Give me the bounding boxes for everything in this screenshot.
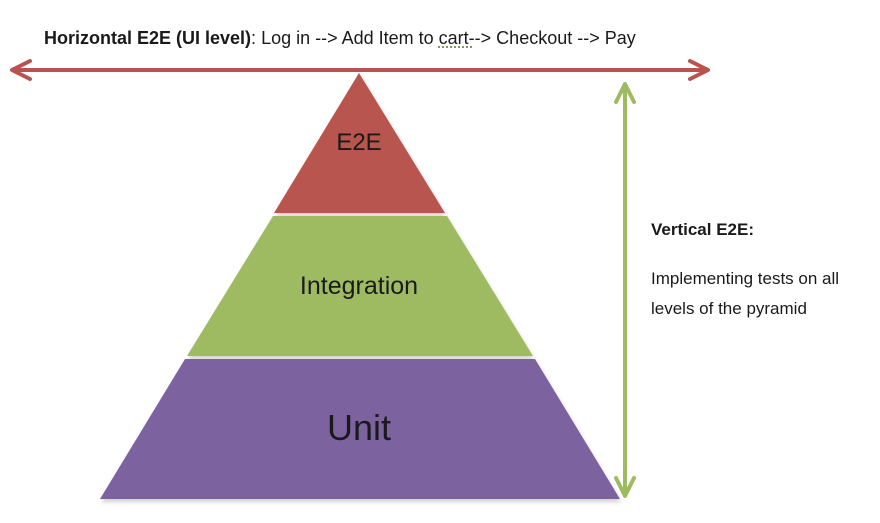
pyramid-tier-integration <box>187 216 533 356</box>
vertical-double-arrow <box>614 82 636 498</box>
vertical-e2e-description: Implementing tests on all levels of the … <box>651 269 840 318</box>
horizontal-double-arrow <box>10 59 710 81</box>
tier-label-integration: Integration <box>300 272 418 300</box>
horizontal-e2e-caption: Horizontal E2E (UI level): Log in --> Ad… <box>44 27 636 49</box>
tier-label-unit: Unit <box>327 407 391 448</box>
flow-cart-text: cart- <box>438 28 475 48</box>
pyramid-tier-unit <box>100 359 620 499</box>
pyramid-tier-e2e <box>274 73 445 213</box>
tier-label-e2e: E2E <box>336 129 381 156</box>
horizontal-e2e-title: Horizontal E2E (UI level) <box>44 28 252 48</box>
flow-step-text: Log in --> Add Item to <box>256 28 439 48</box>
flow-step-text-end: -> Checkout --> Pay <box>474 28 636 48</box>
caption-colon: : <box>251 28 257 48</box>
vertical-e2e-title: Vertical E2E: <box>651 220 755 239</box>
